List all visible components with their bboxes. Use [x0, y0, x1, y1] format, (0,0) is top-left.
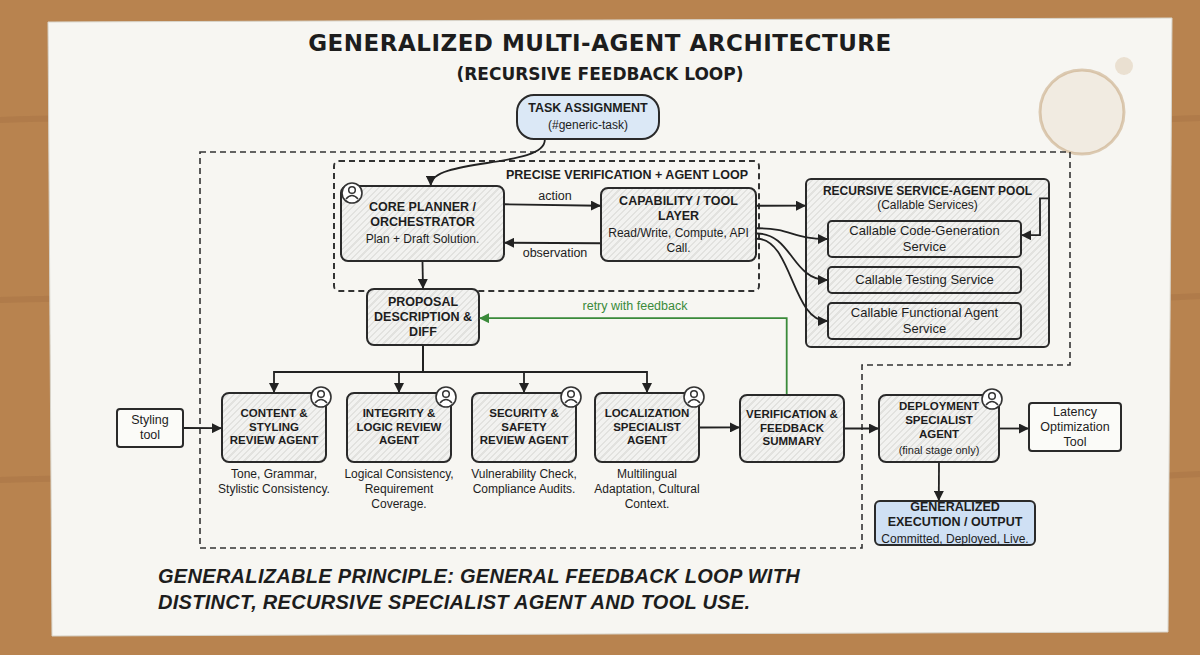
node-heading: CORE PLANNER / ORCHESTRATOR — [347, 200, 498, 230]
flow-arrow — [845, 428, 878, 430]
agent-box: LOCALIZATION SPECIALIST AGENTMultilingua… — [594, 392, 700, 463]
edge-label: action — [520, 189, 590, 203]
agent-box: CORE PLANNER / ORCHESTRATOR Plan + Draft … — [340, 185, 505, 262]
node-heading: CAPABILITY / TOOL LAYER — [607, 194, 750, 224]
flow-arrow — [938, 463, 940, 500]
node-heading: Callable Functional Agent Service — [834, 305, 1015, 336]
flow-arrow — [700, 427, 739, 429]
tool-box: Styling tool — [116, 408, 184, 448]
flow-arrow — [505, 242, 600, 244]
node-heading: PRECISE VERIFICATION + AGENT LOOP — [506, 168, 748, 183]
process-box: PROPOSAL DESCRIPTION & DIFF — [366, 288, 480, 346]
service-box: Callable Code-Generation Service — [827, 220, 1022, 258]
node-text: (#generic-task) — [548, 118, 628, 132]
node-heading: Latency Optimization Tool — [1035, 405, 1115, 450]
node-heading: Styling tool — [123, 413, 177, 443]
process-box: CAPABILITY / TOOL LAYERRead/Write, Compu… — [600, 187, 757, 262]
node-text: Plan + Draft Solution. — [366, 232, 480, 246]
node-heading: INTEGRITY & LOGIC REVIEW AGENT — [353, 407, 445, 448]
group-box: PRECISE VERIFICATION + AGENT LOOPCORE PL… — [333, 160, 760, 292]
diagram-title: GENERALIZED MULTI-AGENT ARCHITECTURE — [0, 30, 1200, 56]
node-text: Vulnerability Check, Compliance Audits. — [465, 467, 583, 497]
flow-arrow — [757, 205, 805, 207]
coffee-drop — [1115, 57, 1133, 75]
agent-box: SECURITY & SAFETY REVIEW AGENTVulnerabil… — [471, 392, 577, 463]
service-box: Callable Functional Agent Service — [827, 302, 1022, 340]
pool-box: RECURSIVE SERVICE-AGENT POOL(Callable Se… — [805, 178, 1050, 348]
agent-box: CONTENT & STYLING REVIEW AGENTTone, Gram… — [221, 392, 327, 463]
node-heading: Callable Code-Generation Service — [834, 223, 1015, 254]
node-text: (Callable Services) — [807, 198, 1048, 212]
flow-arrow — [274, 346, 423, 392]
diagram-caption: GENERALIZABLE PRINCIPLE: GENERAL FEEDBAC… — [158, 563, 878, 615]
node-heading: Callable Testing Service — [855, 272, 994, 288]
flow-arrow — [184, 427, 221, 429]
outer-dashed-region — [200, 152, 1070, 548]
node-text: Logical Consistency, Requirement Coverag… — [340, 467, 458, 512]
node-heading: PROPOSAL DESCRIPTION & DIFF — [373, 295, 473, 340]
edge-label: retry with feedback — [560, 299, 710, 313]
paper-sheet — [48, 18, 1172, 636]
node-heading: RECURSIVE SERVICE-AGENT POOL — [807, 184, 1048, 198]
node-heading: VERIFICATION & FEEDBACK SUMMARY — [746, 408, 838, 449]
node-heading: SECURITY & SAFETY REVIEW AGENT — [478, 407, 570, 448]
output-box: GENERALIZED EXECUTION / OUTPUT Committed,… — [874, 500, 1036, 546]
start-box: TASK ASSIGNMENT (#generic-task) — [516, 94, 660, 140]
coffee-stain — [1040, 70, 1124, 154]
tool-box: Latency Optimization Tool — [1028, 402, 1122, 452]
service-box: Callable Testing Service — [827, 266, 1022, 294]
flow-arrow — [399, 346, 423, 392]
node-text: Tone, Grammar, Stylistic Consistency. — [215, 467, 333, 497]
node-text: (final stage only) — [899, 444, 980, 457]
flow-arrow — [423, 346, 647, 392]
feedback-arrow — [480, 318, 787, 394]
node-heading: TASK ASSIGNMENT — [528, 101, 647, 116]
node-text: Read/Write, Compute, API Call. — [607, 226, 750, 255]
agent-box: INTEGRITY & LOGIC REVIEW AGENTLogical Co… — [346, 392, 452, 463]
subtitle-label: (RECURSIVE FEEDBACK LOOP) — [0, 64, 1200, 84]
agent-box: DEPLOYMENT SPECIALIST AGENT (final stage … — [878, 394, 1000, 463]
node-text: Committed, Deployed, Live. — [881, 532, 1028, 546]
process-box: VERIFICATION & FEEDBACK SUMMARY — [739, 394, 845, 463]
flow-arrow — [505, 204, 600, 206]
node-heading: LOCALIZATION SPECIALIST AGENT — [601, 407, 693, 448]
node-heading: CONTENT & STYLING REVIEW AGENT — [228, 407, 320, 448]
node-heading: GENERALIZED EXECUTION / OUTPUT — [881, 500, 1029, 530]
flow-arrow — [1000, 428, 1028, 430]
flow-arrow — [423, 346, 524, 392]
flow-arrow — [422, 262, 424, 288]
edge-label: observation — [500, 246, 610, 260]
node-heading: DEPLOYMENT SPECIALIST AGENT — [885, 400, 993, 441]
node-text: Multilingual Adaptation, Cultural Contex… — [588, 467, 706, 512]
